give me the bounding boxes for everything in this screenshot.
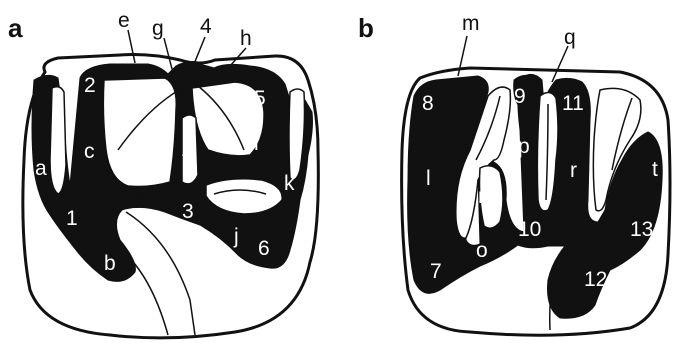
panel-a-letter: a [8, 13, 23, 43]
label-5: 5 [254, 87, 266, 110]
label-k: k [284, 172, 295, 195]
label-i: i [254, 132, 259, 155]
label-h: h [240, 27, 252, 50]
label-7: 7 [430, 260, 442, 283]
label-t: t [652, 158, 658, 181]
label-n: n [478, 185, 490, 208]
label-13: 13 [630, 218, 653, 241]
label-a: a [35, 157, 47, 180]
panel-b-letter: b [358, 13, 374, 43]
label-4: 4 [200, 15, 212, 38]
label-s: s [568, 224, 579, 247]
label-g: g [152, 17, 164, 40]
label-c: c [84, 140, 95, 163]
label-d: d [133, 190, 145, 213]
label-6: 6 [258, 237, 270, 260]
label-8: 8 [422, 92, 434, 115]
leader-4 [194, 37, 205, 64]
label-l: l [426, 167, 431, 190]
label-12: 12 [584, 268, 607, 291]
label-q: q [564, 26, 576, 49]
label-r: r [570, 159, 577, 182]
panel-a: a e g 4 h d a 2 c 1 [8, 9, 318, 338]
label-10: 10 [518, 218, 541, 241]
label-b: b [104, 252, 116, 275]
label-p: p [518, 135, 530, 158]
label-o: o [476, 239, 488, 262]
label-f: f [182, 148, 188, 171]
panel-b: b m q s 8 l 7 o n 9 p 10 11 r t [358, 12, 670, 335]
cusp-a-left [50, 87, 66, 194]
label-e: e [118, 9, 130, 32]
label-j: j [233, 225, 239, 248]
label-3: 3 [182, 200, 194, 223]
label-9: 9 [514, 85, 526, 108]
cusp-a-mesio [103, 78, 176, 187]
label-m: m [462, 12, 480, 35]
label-1: 1 [66, 207, 78, 230]
label-2: 2 [84, 74, 96, 97]
label-11: 11 [562, 92, 584, 115]
